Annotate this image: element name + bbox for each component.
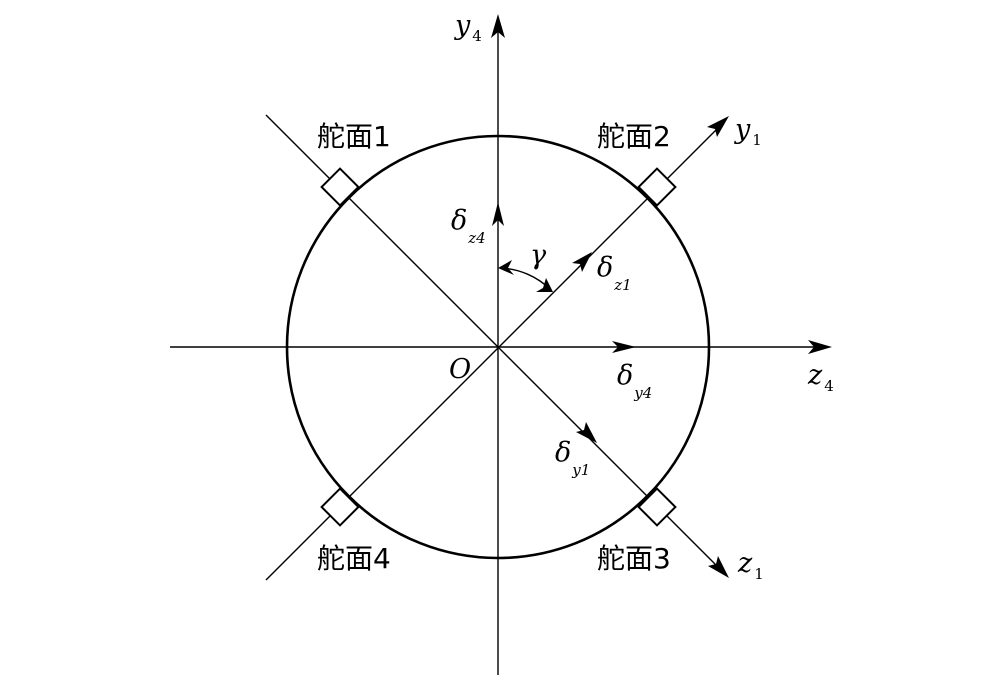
delta-z1-arrowhead bbox=[572, 252, 592, 272]
fin-3-label: 舵面3 bbox=[597, 542, 671, 575]
origin-label: O bbox=[449, 354, 471, 385]
fin-1-label: 舵面1 bbox=[317, 120, 391, 153]
fin-1-marker bbox=[320, 167, 360, 207]
delta-y1-arrowhead bbox=[576, 422, 597, 443]
fin-4-marker bbox=[320, 487, 360, 527]
delta-z1-label: δz1 bbox=[597, 252, 632, 294]
gamma-arc-arrowhead-end bbox=[536, 278, 553, 292]
fin-2-marker bbox=[637, 167, 677, 207]
fin-4-label: 舵面4 bbox=[317, 542, 391, 575]
delta-z4-arrowhead bbox=[492, 202, 504, 226]
delta-y4-label: δy4 bbox=[617, 360, 652, 402]
axis-y4-arrowhead bbox=[491, 14, 505, 38]
delta-y1-label: δy1 bbox=[555, 437, 590, 479]
delta-z4-label: δz4 bbox=[451, 205, 486, 247]
delta-y4-arrowhead bbox=[612, 341, 636, 353]
gamma-label: γ bbox=[530, 240, 547, 271]
axis-y1-arrowhead bbox=[707, 116, 729, 137]
axis-z1-arrowhead bbox=[708, 556, 729, 578]
fin-2-label: 舵面2 bbox=[597, 120, 671, 153]
fin-3-marker bbox=[637, 487, 677, 527]
axis-z4-arrowhead bbox=[808, 340, 832, 354]
gamma-arc-arrowhead-start bbox=[498, 260, 514, 275]
